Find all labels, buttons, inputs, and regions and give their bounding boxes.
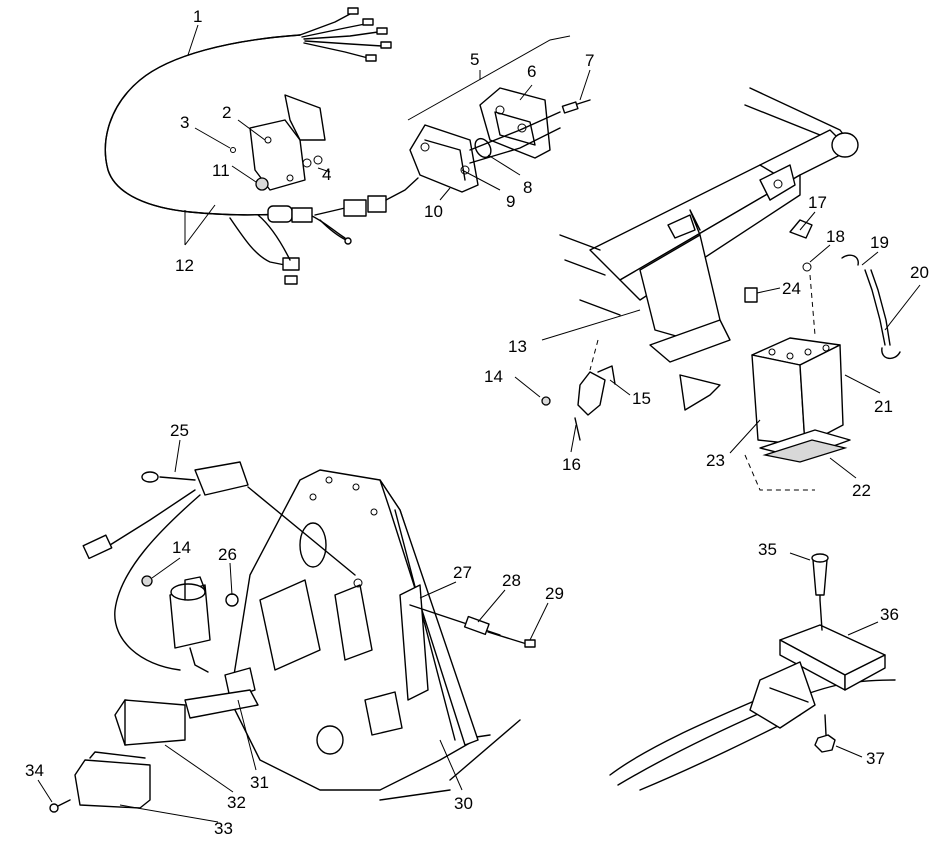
callout-25: 25 — [170, 421, 189, 440]
callout-5: 5 — [470, 50, 479, 69]
callout-7: 7 — [585, 51, 594, 70]
callout-31: 31 — [250, 773, 269, 792]
callout-13: 13 — [508, 337, 527, 356]
callout-14: 14 — [484, 367, 503, 386]
callout-20: 20 — [910, 263, 929, 282]
callout-6: 6 — [527, 62, 536, 81]
callout-36: 36 — [880, 605, 899, 624]
callout-labels: 1 2 3 4 5 6 7 8 9 10 11 12 13 14 15 16 1… — [25, 7, 929, 838]
callout-11: 11 — [212, 161, 230, 180]
callout-leaders — [37, 24, 921, 823]
mounting-plate-2 — [230, 94, 326, 191]
callout-15: 15 — [632, 389, 651, 408]
callout-1: 1 — [193, 7, 202, 26]
callout-18: 18 — [826, 227, 845, 246]
callout-21: 21 — [874, 397, 893, 416]
callout-9: 9 — [506, 192, 515, 211]
callout-19: 19 — [870, 233, 889, 252]
callout-17: 17 — [808, 193, 827, 212]
callout-34: 34 — [25, 761, 44, 780]
callout-4: 4 — [322, 165, 331, 184]
frame-and-battery — [469, 87, 901, 491]
callout-24: 24 — [782, 279, 801, 298]
callout-22: 22 — [852, 481, 871, 500]
electrical-mounting-bracket — [49, 469, 521, 813]
callout-16: 16 — [562, 455, 581, 474]
callout-35: 35 — [758, 540, 777, 559]
callout-32: 32 — [227, 793, 246, 812]
ignition-components — [82, 461, 536, 673]
callout-29: 29 — [545, 584, 564, 603]
callout-28: 28 — [502, 571, 521, 590]
callout-23: 23 — [706, 451, 725, 470]
callout-33: 33 — [214, 819, 233, 836]
connector-detail — [609, 553, 896, 791]
callout-30: 30 — [454, 794, 473, 813]
callout-12: 12 — [175, 256, 194, 275]
callout-3: 3 — [180, 113, 189, 132]
callout-37: 37 — [866, 749, 885, 768]
wiring-harness — [104, 7, 419, 285]
taillight-assembly — [407, 35, 591, 193]
callout-8: 8 — [523, 178, 532, 197]
callout-10: 10 — [424, 202, 443, 221]
callout-14-lower: 14 — [172, 538, 191, 557]
callout-27: 27 — [453, 563, 472, 582]
callout-2: 2 — [222, 103, 231, 122]
callout-26: 26 — [218, 545, 237, 564]
